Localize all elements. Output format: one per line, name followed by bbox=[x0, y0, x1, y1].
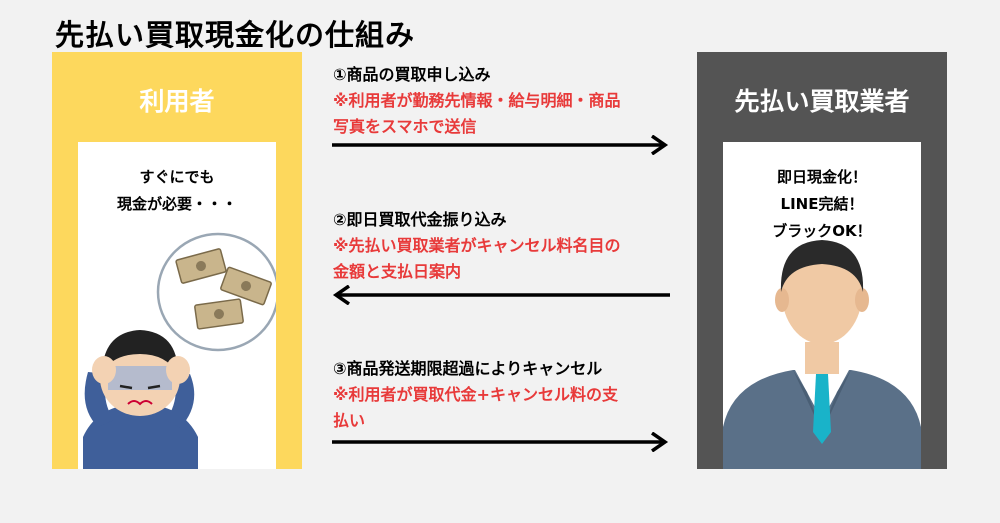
user-card: すぐにでも 現金が必要・・・ bbox=[78, 142, 276, 469]
banknote-icon bbox=[220, 266, 272, 306]
step-3-heading: ③商品発送期限超過によりキャンセル bbox=[333, 359, 603, 378]
vendor-slogans: 即日現金化！ LINE完結！ ブラックOK！ bbox=[723, 164, 921, 245]
page-title: 先払い買取現金化の仕組み bbox=[55, 18, 416, 52]
arrow-right-icon bbox=[332, 135, 669, 155]
vendor-slogan-3: ブラックOK！ bbox=[772, 222, 872, 240]
vendor-card: 即日現金化！ LINE完結！ ブラックOK！ bbox=[723, 142, 921, 469]
step-3-note-line1: ※利用者が買取代金+キャンセル料の支 bbox=[333, 385, 618, 404]
banknote-icon bbox=[175, 248, 227, 284]
worried-person-illustration bbox=[83, 232, 276, 469]
step-2-note-line1: ※先払い買取業者がキャンセル料名目の bbox=[333, 236, 621, 255]
user-thought-line1: すぐにでも bbox=[139, 168, 215, 186]
step-3: ③商品発送期限超過によりキャンセル ※利用者が買取代金+キャンセル料の支 払い bbox=[333, 356, 618, 434]
step-1-heading: ①商品の買取申し込み bbox=[333, 65, 491, 84]
arrow-left-icon bbox=[332, 285, 670, 305]
step-2-note-line2: 金額と支払日案内 bbox=[333, 262, 462, 281]
step-2: ②即日買取代金振り込み ※先払い買取業者がキャンセル料名目の 金額と支払日案内 bbox=[333, 207, 621, 285]
step-1-note-line2: 写真をスマホで送信 bbox=[333, 117, 477, 136]
vendor-panel: 先払い買取業者 即日現金化！ LINE完結！ ブラックOK！ bbox=[697, 52, 947, 469]
vendor-slogan-1: 即日現金化！ bbox=[776, 168, 867, 186]
businessman-illustration bbox=[723, 240, 921, 469]
step-3-note-line2: 払い bbox=[333, 411, 366, 430]
arrow-right-icon bbox=[332, 432, 669, 452]
step-2-heading: ②即日買取代金振り込み bbox=[333, 210, 507, 229]
vendor-slogan-2: LINE完結！ bbox=[780, 195, 864, 213]
user-panel: 利用者 すぐにでも 現金が必要・・・ bbox=[52, 52, 302, 469]
vendor-label: 先払い買取業者 bbox=[734, 87, 910, 116]
user-thought: すぐにでも 現金が必要・・・ bbox=[78, 164, 276, 218]
user-label: 利用者 bbox=[139, 87, 215, 116]
banknote-icon bbox=[194, 298, 244, 330]
step-1: ①商品の買取申し込み ※利用者が勤務先情報・給与明細・商品 写真をスマホで送信 bbox=[333, 62, 621, 140]
user-thought-line2: 現金が必要・・・ bbox=[116, 195, 237, 213]
step-1-note-line1: ※利用者が勤務先情報・給与明細・商品 bbox=[333, 91, 621, 110]
